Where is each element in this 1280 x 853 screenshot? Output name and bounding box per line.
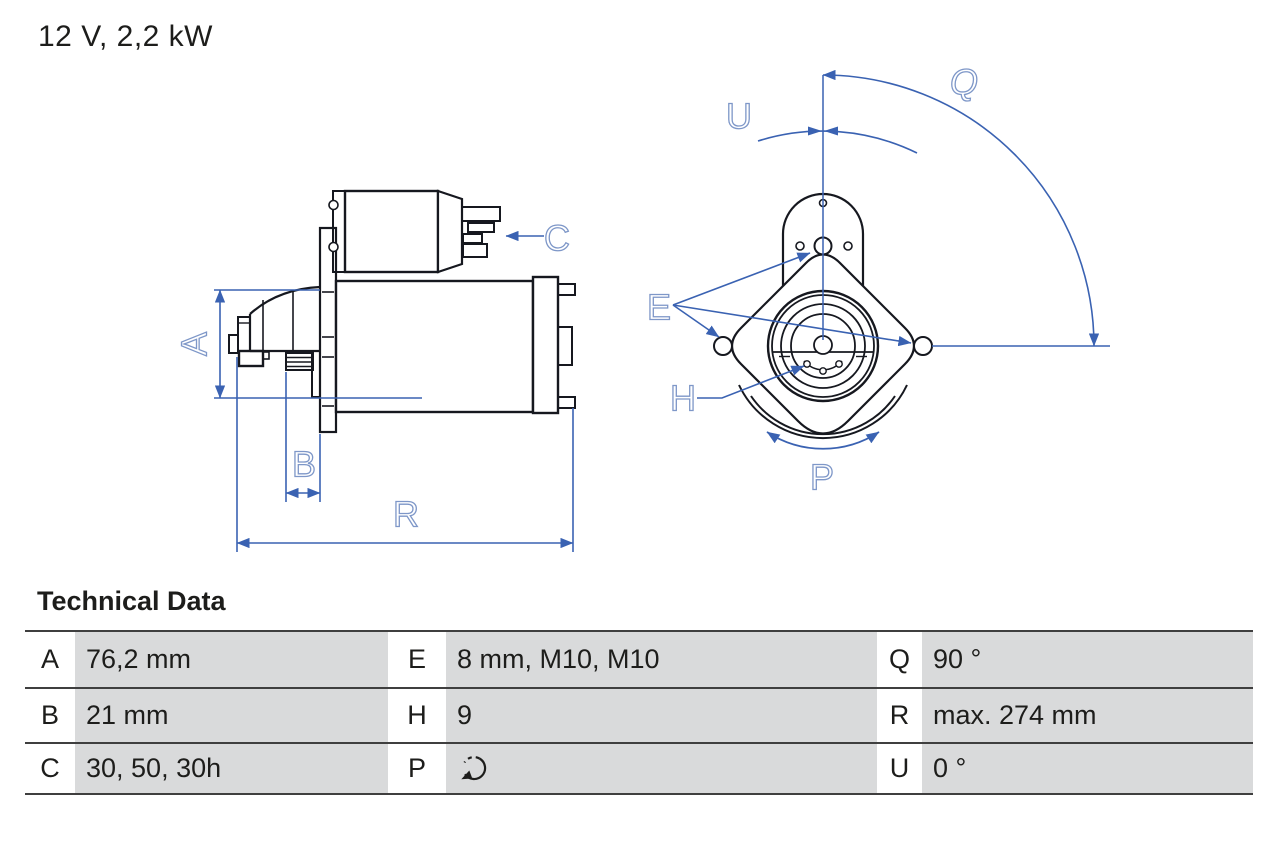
front-view-dimensions	[672, 69, 1110, 450]
dim-key-R: R	[877, 689, 922, 742]
solenoid	[328, 189, 464, 274]
mounting-hole-right	[913, 336, 933, 356]
label-H: H	[670, 378, 696, 419]
dim-key-E: E	[388, 632, 446, 687]
dim-value-B: 21 mm	[75, 689, 388, 742]
dim-value-P	[446, 744, 877, 793]
dim-key-C: C	[25, 744, 75, 793]
dimension-A	[214, 289, 422, 399]
pointer-H	[697, 365, 805, 399]
front-view-labels: E H P U Q	[646, 61, 978, 498]
motor-body	[334, 275, 576, 415]
drive-end-housing	[228, 285, 321, 368]
dimension-R	[236, 357, 574, 552]
table-row: C 30, 50, 30h P U 0 °	[25, 742, 1253, 795]
dim-value-A: 76,2 mm	[75, 632, 388, 687]
technical-data-heading: Technical Data	[37, 586, 226, 616]
label-C: C	[544, 218, 570, 259]
label-R: R	[393, 494, 419, 535]
dim-key-H: H	[388, 689, 446, 742]
dim-value-U: 0 °	[922, 744, 1253, 793]
dim-value-C: 30, 50, 30h	[75, 744, 388, 793]
dimension-B	[285, 372, 321, 502]
side-view-labels: A B R C	[173, 217, 571, 535]
dim-key-P: P	[388, 744, 446, 793]
dim-value-Q: 90 °	[922, 632, 1253, 687]
dim-value-R: max. 274 mm	[922, 689, 1253, 742]
starter-motor-drawing: A B R C	[173, 61, 1110, 552]
dim-key-U: U	[877, 744, 922, 793]
dim-key-A: A	[25, 632, 75, 687]
dimension-Q	[822, 69, 1110, 347]
technical-data-table: A 76,2 mm E 8 mm, M10, M10 Q 90 ° B 21 m…	[25, 630, 1253, 795]
label-Q: Q	[950, 62, 978, 103]
dim-value-E: 8 mm, M10, M10	[446, 632, 877, 687]
pinion-gear	[285, 350, 322, 398]
side-view-dimensions	[214, 230, 574, 552]
label-B: B	[292, 444, 316, 485]
table-row: B 21 mm H 9 R max. 274 mm	[25, 687, 1253, 742]
label-E: E	[647, 287, 671, 328]
dim-value-H: 9	[446, 689, 877, 742]
dimension-P-arc	[766, 431, 880, 450]
pointer-E	[672, 252, 912, 347]
label-P: P	[810, 457, 834, 498]
label-U: U	[726, 96, 752, 137]
rotation-direction-icon	[461, 755, 487, 780]
mounting-hole-left	[713, 336, 733, 356]
side-view-drawing	[228, 189, 576, 434]
table-row: A 76,2 mm E 8 mm, M10, M10 Q 90 °	[25, 630, 1253, 687]
dimension-U	[757, 126, 918, 154]
dim-key-Q: Q	[877, 632, 922, 687]
label-A: A	[174, 332, 215, 356]
mounting-flange-plate	[318, 226, 338, 434]
dim-key-B: B	[25, 689, 75, 742]
page-title: 12 V, 2,2 kW	[38, 20, 213, 53]
terminal-studs	[461, 206, 501, 258]
